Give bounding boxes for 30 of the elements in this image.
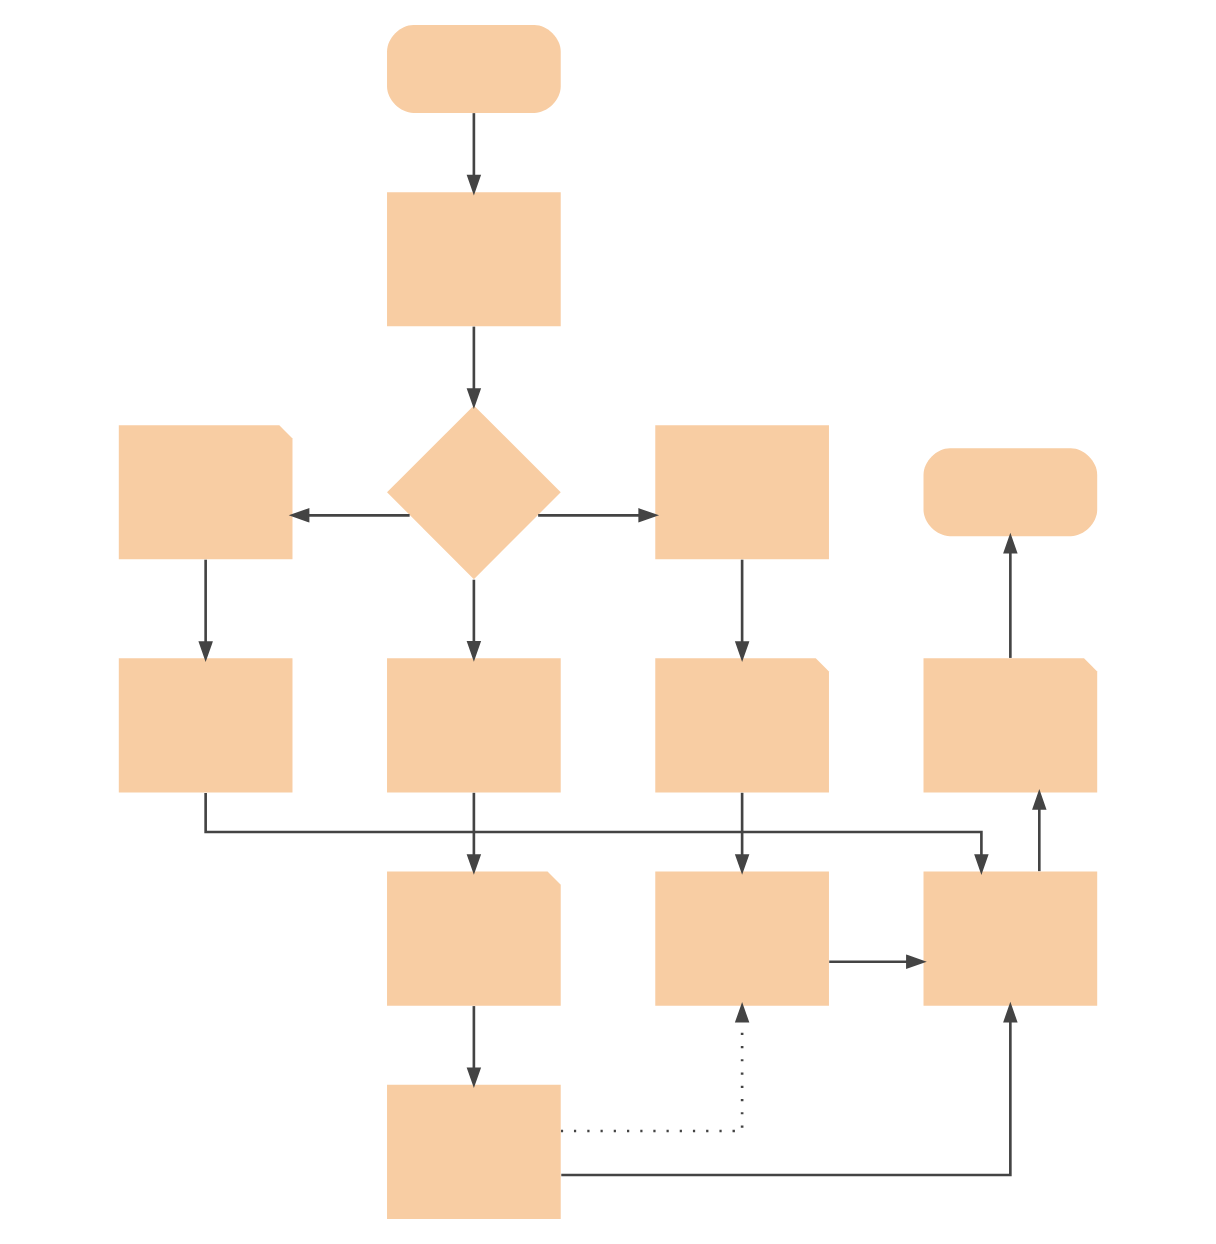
arrow xyxy=(561,1001,1018,1177)
node-document xyxy=(655,658,829,793)
node-box xyxy=(655,425,829,560)
arrow xyxy=(466,326,482,410)
arrow xyxy=(288,508,410,523)
arrow xyxy=(1032,789,1047,872)
arrow xyxy=(560,1001,750,1133)
node-box xyxy=(387,1084,561,1219)
arrow xyxy=(466,792,482,875)
arrow xyxy=(734,792,750,875)
node-box xyxy=(655,871,829,1006)
node-stadium xyxy=(923,448,1098,537)
arrow xyxy=(466,579,482,662)
arrow xyxy=(829,954,927,969)
node-box xyxy=(118,658,293,793)
node-box xyxy=(387,192,561,327)
node-document xyxy=(387,871,561,1006)
arrow xyxy=(1003,532,1018,658)
node-box xyxy=(387,658,561,793)
arrow xyxy=(466,1006,482,1089)
node-document xyxy=(118,425,293,560)
arrow xyxy=(538,508,660,523)
node-stadium xyxy=(387,25,561,113)
node-box xyxy=(923,871,1098,1006)
arrow xyxy=(204,792,989,876)
arrow xyxy=(198,559,213,663)
arrow xyxy=(734,559,750,663)
node-document xyxy=(923,658,1098,793)
arrow xyxy=(466,113,482,196)
node-diamond xyxy=(387,405,561,580)
